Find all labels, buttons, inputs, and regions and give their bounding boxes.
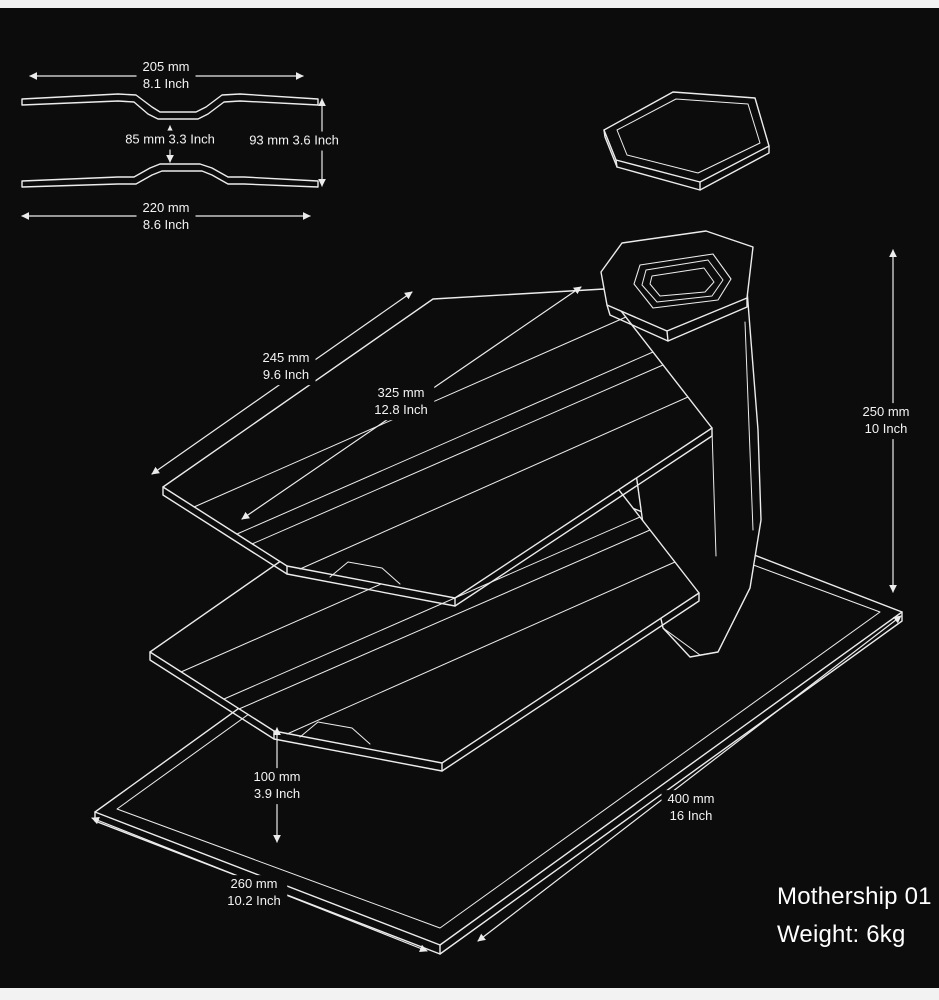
product-weight: Weight: 6kg: [777, 921, 906, 949]
dim-value-mm: 205 mm: [142, 59, 190, 75]
dim-value-mm: 220 mm: [142, 200, 190, 216]
dim-label-base-width: 260 mm 10.2 Inch: [221, 875, 287, 911]
dim-label-profile-height: 93 mm 3.6 Inch: [243, 131, 345, 151]
dim-label-deck-width: 245 mm 9.6 Inch: [256, 349, 316, 385]
dim-label-profile-top-width: 205 mm 8.1 Inch: [136, 58, 196, 94]
dim-label-deck-length: 325 mm 12.8 Inch: [368, 384, 434, 420]
product-name: Mothership 01: [777, 883, 932, 910]
dim-value-inch: 16 Inch: [669, 808, 713, 823]
dim-value-mm: 400 mm: [667, 791, 715, 807]
dim-value-inch: 8.1 Inch: [142, 76, 190, 91]
dim-value-mm: 250 mm: [862, 404, 910, 420]
dim-arrow-base-length: [477, 615, 902, 942]
dim-value-inch: 10 Inch: [864, 421, 908, 436]
cup-holder-collar: [600, 230, 754, 342]
dim-label-height: 250 mm 10 Inch: [856, 403, 916, 439]
dim-label-base-length: 400 mm 16 Inch: [661, 790, 721, 826]
dim-value-mm: 260 mm: [230, 876, 278, 892]
page-edge-top: [0, 0, 939, 8]
dim-value-inch: 9.6 Inch: [262, 367, 310, 382]
title-block: Mothership 01 Weight: 6kg: [777, 878, 932, 955]
dim-value-inch: 3.9 Inch: [253, 786, 301, 801]
profile-section-top: [21, 93, 319, 120]
dim-value: 85 mm 3.3 Inch: [125, 131, 215, 147]
dim-value-mm: 245 mm: [262, 350, 310, 366]
page-edge-bottom: [0, 988, 939, 1000]
dim-value-mm: 325 mm: [377, 385, 425, 401]
dim-value-inch: 10.2 Inch: [227, 893, 281, 908]
lid-plate: [603, 91, 770, 191]
dim-label-profile-bottom-width: 220 mm 8.6 Inch: [136, 199, 196, 235]
dim-label-profile-inner: 85 mm 3.3 Inch: [119, 130, 221, 150]
dim-value-inch: 8.6 Inch: [142, 217, 190, 232]
dim-value-inch: 12.8 Inch: [374, 402, 428, 417]
dim-value: 93 mm 3.6 Inch: [249, 132, 339, 148]
dim-value-mm: 100 mm: [253, 769, 301, 785]
dim-label-clearance: 100 mm 3.9 Inch: [247, 768, 307, 804]
profile-section-bottom: [21, 163, 319, 188]
